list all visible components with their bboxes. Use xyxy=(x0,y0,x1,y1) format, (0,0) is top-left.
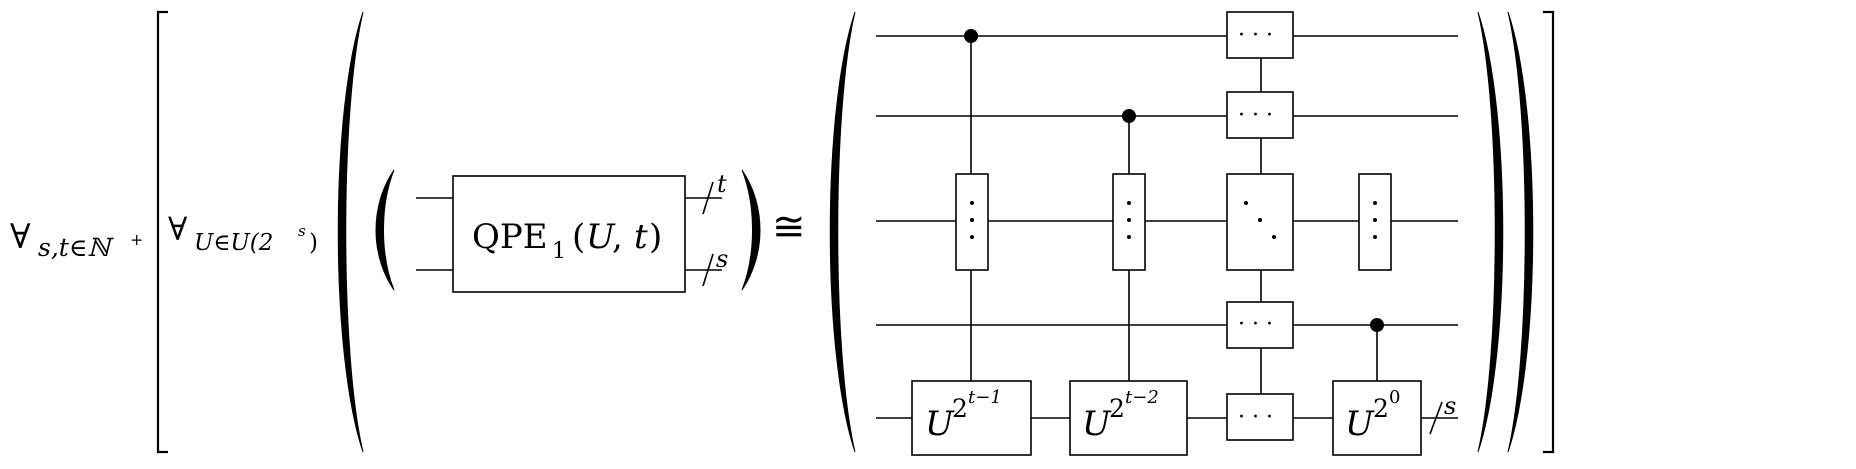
qpe-bottom-wire-label: s xyxy=(716,245,728,273)
gate-2-base: U xyxy=(1082,404,1112,444)
qpe-arg-sep: , xyxy=(612,217,623,257)
vdots-box-1 xyxy=(955,173,989,271)
gate-1-exp-sup: t−1 xyxy=(968,387,1002,408)
big-paren-left-circuit xyxy=(829,11,856,453)
qpe-box xyxy=(452,175,686,293)
qpe-args-close: ) xyxy=(649,217,662,257)
ellipsis-box-row-2: · · · xyxy=(1226,91,1294,139)
quantifier-2-subscript: U∈U(2 xyxy=(194,230,273,256)
qpe-name: QPE xyxy=(472,217,548,257)
equivalence-symbol: ≅ xyxy=(772,204,806,250)
forall-symbol-1: ∀ xyxy=(10,217,31,257)
quantifier-1-subscript: s,t∈ℕ xyxy=(38,233,114,262)
ellipsis-box-row-5: · · · xyxy=(1226,393,1294,441)
hdots-label-2: · · · xyxy=(1238,103,1273,128)
hdots-label-3: · · · xyxy=(1238,312,1273,337)
qpe-label: QPE 1 ( U , t ) xyxy=(472,217,662,264)
control-dot-1 xyxy=(964,29,978,43)
output-wire-label: s xyxy=(1444,392,1456,420)
big-paren-left xyxy=(337,11,364,453)
forall-symbol-2: ∀ xyxy=(168,210,188,248)
quantifier-s-t: ∀ s,t∈ℕ + xyxy=(10,217,143,262)
gate-u-2-t-minus-2: U 2 t−2 xyxy=(1069,380,1188,456)
gate-3-exp-base: 2 xyxy=(1373,394,1389,423)
vdots-box-3 xyxy=(1358,173,1392,271)
quantifier-1-superscript: + xyxy=(130,230,143,249)
output-wire-slash xyxy=(1429,401,1443,435)
gate-3-exp-sup: 0 xyxy=(1389,387,1400,408)
small-paren-right xyxy=(741,169,761,291)
quantifier-u: ∀ U∈U(2 s ) xyxy=(168,210,318,256)
control-dot-2 xyxy=(1122,109,1136,123)
qpe-index: 1 xyxy=(552,239,566,264)
vdots-box-2 xyxy=(1112,173,1146,271)
gate-2-exp-sup: t−2 xyxy=(1125,387,1159,408)
qpe-arg-u: U xyxy=(586,217,616,257)
control-dot-3 xyxy=(1370,318,1384,332)
gate-u-2-0: U 2 0 xyxy=(1332,380,1422,456)
quantifier-2-subscript-close: ) xyxy=(309,230,318,256)
ellipsis-box-row-1: · · · xyxy=(1226,11,1294,59)
gate-u-2-t-minus-1: U 2 t−1 xyxy=(911,380,1032,456)
gate-3-base: U xyxy=(1345,404,1375,444)
ddots-box xyxy=(1226,173,1294,271)
big-paren-right-circuit xyxy=(1477,11,1504,453)
outer-bracket-right xyxy=(1543,10,1555,454)
qpe-args-open: ( xyxy=(572,217,585,257)
small-paren-left xyxy=(375,169,395,291)
hdots-label-4: · · · xyxy=(1238,405,1273,430)
gate-1-exp-base: 2 xyxy=(952,394,968,423)
qpe-top-wire-label: t xyxy=(717,170,727,198)
hdots-label-1: · · · xyxy=(1238,23,1273,48)
qpe-wire-slash-top xyxy=(702,181,714,215)
quantifier-2-subscript-exponent: s xyxy=(298,222,306,240)
qpe-arg-t: t xyxy=(634,217,648,257)
outer-bracket-left xyxy=(156,10,168,454)
big-paren-right-outer xyxy=(1507,11,1534,453)
gate-1-base: U xyxy=(925,404,955,444)
ellipsis-box-row-4: · · · xyxy=(1226,301,1294,349)
gate-2-exp-base: 2 xyxy=(1109,394,1125,423)
qpe-wire-slash-bottom xyxy=(702,253,714,287)
